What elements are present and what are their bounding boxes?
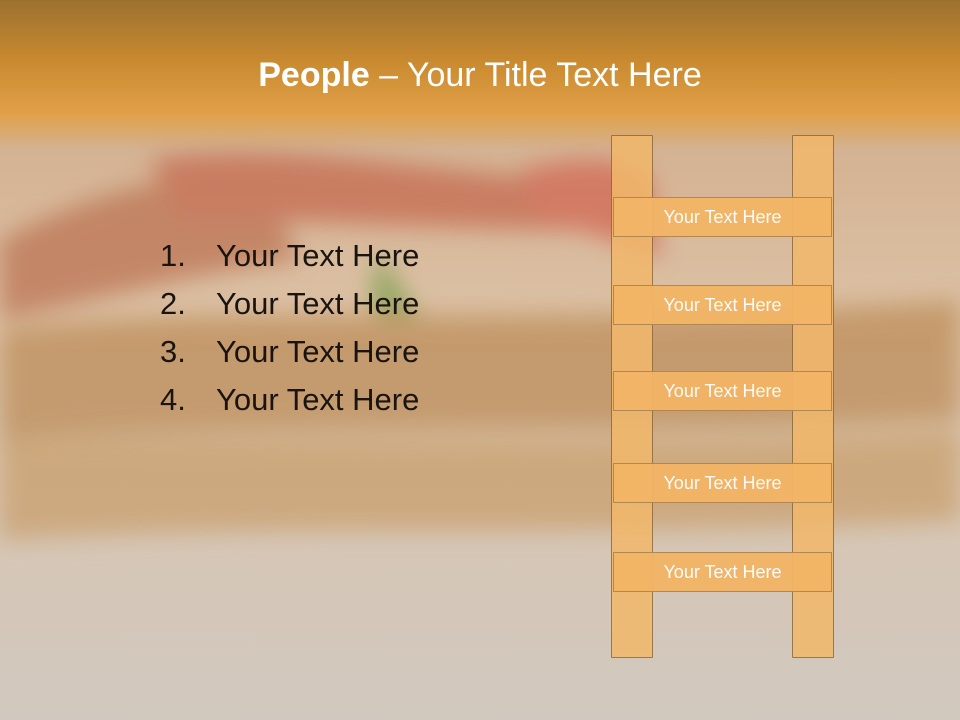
ladder-rung-4: Your Text Here <box>613 463 832 503</box>
list-number: 3. <box>160 334 186 369</box>
ladder-rung-1: Your Text Here <box>613 197 832 237</box>
list-number: 2. <box>160 286 186 321</box>
list-item: 1. Your Text Here <box>160 232 419 280</box>
list-number: 1. <box>160 238 186 273</box>
list-text: Your Text Here <box>216 238 420 273</box>
list-item: 2. Your Text Here <box>160 280 419 328</box>
title-bold: People <box>258 56 370 94</box>
slide-title: People – Your Title Text Here <box>0 52 960 98</box>
title-bar <box>0 0 960 150</box>
title-text: – Your Title Text Here <box>369 56 702 94</box>
list-number: 4. <box>160 382 186 417</box>
list-text: Your Text Here <box>216 286 420 321</box>
list-text: Your Text Here <box>216 382 420 417</box>
ladder-rung-3: Your Text Here <box>613 371 832 411</box>
ladder-rung-2: Your Text Here <box>613 285 832 325</box>
list-item: 4. Your Text Here <box>160 376 419 424</box>
ladder-rung-5: Your Text Here <box>613 552 832 592</box>
list-text: Your Text Here <box>216 334 420 369</box>
list-item: 3. Your Text Here <box>160 328 419 376</box>
ladder-diagram: Your Text Here Your Text Here Your Text … <box>611 135 834 658</box>
numbered-list: 1. Your Text Here 2. Your Text Here 3. Your… <box>160 232 419 424</box>
